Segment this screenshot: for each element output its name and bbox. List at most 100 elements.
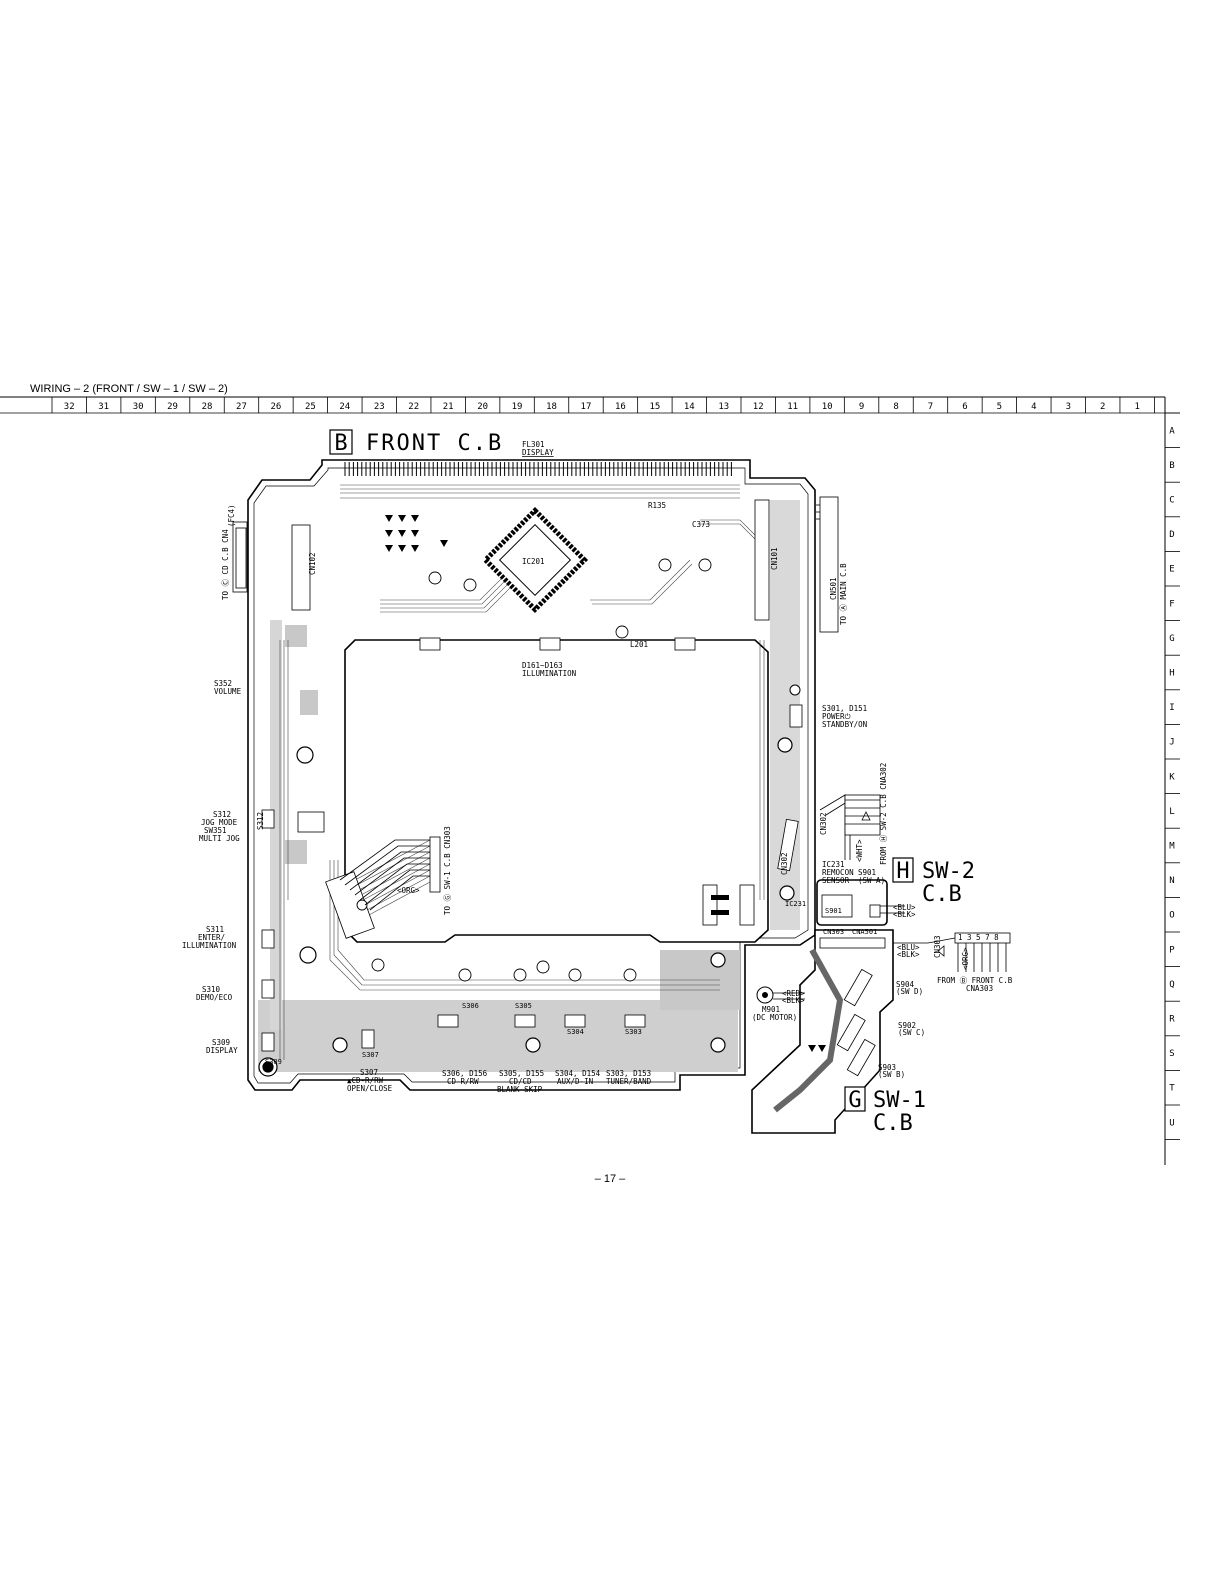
power-label: POWER⏻ bbox=[822, 712, 852, 721]
grid-column-label: 30 bbox=[133, 402, 144, 412]
page-number: – 17 – bbox=[594, 1173, 626, 1185]
svg-text:IC231: IC231 bbox=[785, 900, 806, 908]
to-cd-label: TO Ⓒ CD C.B CN4 bbox=[221, 529, 230, 600]
grid-row-label: J bbox=[1169, 738, 1174, 748]
volume-label: VOLUME bbox=[214, 687, 242, 696]
grid-row-label: A bbox=[1169, 426, 1175, 436]
enter-label: ENTER/ bbox=[198, 933, 225, 942]
svg-text:S306: S306 bbox=[462, 1002, 479, 1010]
to-sw1-label: TO Ⓖ SW-1 C.B CN303 bbox=[443, 826, 452, 915]
grid-row-label: M bbox=[1169, 842, 1175, 852]
s306-ref-label: S306, D156 bbox=[442, 1069, 488, 1078]
grid-row-label: H bbox=[1169, 669, 1174, 679]
sw2-board bbox=[816, 879, 905, 926]
svg-text:H: H bbox=[896, 859, 909, 884]
s310-label: S310 bbox=[202, 985, 221, 994]
grid-column-label: 1 bbox=[1134, 402, 1139, 412]
s301-d151-label: S301, D151 bbox=[822, 704, 867, 713]
front-board-title: B FRONT C.B bbox=[329, 429, 503, 456]
sw-b-label: (SW B) bbox=[878, 1070, 905, 1079]
svg-text:FRONT C.B: FRONT C.B bbox=[366, 431, 503, 456]
grid-row-label: N bbox=[1169, 876, 1174, 886]
svg-text:CN302: CN302 bbox=[780, 852, 789, 875]
blu-wire-label: <BLU> bbox=[893, 903, 916, 912]
svg-text:S305: S305 bbox=[515, 1002, 532, 1010]
illumination-label: ILLUMINATION bbox=[522, 669, 576, 678]
grid-column-label: 20 bbox=[477, 402, 488, 412]
grid-column-label: 17 bbox=[581, 402, 592, 412]
s305-ref-label: S305, D155 bbox=[499, 1069, 544, 1078]
open-close-line1: ▲CD-R/RW bbox=[347, 1076, 384, 1085]
grid-column-label: 12 bbox=[753, 402, 764, 412]
grid-column-label: 22 bbox=[408, 402, 419, 412]
grid-column-label: 4 bbox=[1031, 402, 1036, 412]
c373-label: C373 bbox=[692, 520, 710, 529]
grid-column-label: 21 bbox=[443, 402, 454, 412]
grid-row-label: O bbox=[1169, 911, 1174, 921]
grid-column-label: 26 bbox=[271, 402, 282, 412]
l201-label: L201 bbox=[630, 640, 648, 649]
s303-ref-label: S303, D153 bbox=[606, 1069, 651, 1078]
cn101-label: CN101 bbox=[770, 547, 779, 570]
multi-jog-label: MULTI JOG bbox=[199, 834, 240, 843]
grid-column-label: 16 bbox=[615, 402, 626, 412]
grid-column-label: 6 bbox=[962, 402, 967, 412]
grid-column-label: 32 bbox=[64, 402, 75, 412]
s311-label: S311 bbox=[206, 925, 224, 934]
blk-motor-label: <BLK> bbox=[782, 996, 805, 1005]
sw351-label: SW351 bbox=[204, 826, 227, 835]
ic201-label: IC201 bbox=[522, 557, 545, 566]
grid-column-label: 19 bbox=[512, 402, 523, 412]
grid-row-label: T bbox=[1169, 1084, 1175, 1094]
open-close-line2: OPEN/CLOSE bbox=[347, 1084, 393, 1093]
sw-c-label: (SW C) bbox=[898, 1028, 925, 1037]
svg-text:SW-1: SW-1 bbox=[873, 1088, 926, 1113]
grid-row-label: I bbox=[1169, 703, 1174, 713]
svg-text:SW-2: SW-2 bbox=[922, 859, 975, 884]
sw1-board-title: G SW-1 C.B bbox=[844, 1086, 926, 1136]
s312-label: S312 bbox=[213, 810, 231, 819]
front-board bbox=[247, 459, 816, 1091]
s352-label: S352 bbox=[214, 679, 232, 688]
grid-column-label: 9 bbox=[859, 402, 864, 412]
svg-text:S307: S307 bbox=[362, 1051, 379, 1059]
cn303-label: CN303 bbox=[933, 935, 942, 958]
wht-wire-label: <WHT> bbox=[855, 839, 864, 862]
sw2-board-title: H SW-2 C.B bbox=[892, 857, 975, 907]
fc4-label: (FC4) bbox=[227, 504, 236, 527]
s304-ref-label: S304, D154 bbox=[555, 1069, 601, 1078]
grid-column-label: 8 bbox=[893, 402, 898, 412]
grid-column-label: 5 bbox=[997, 402, 1002, 412]
grid-row-label: E bbox=[1169, 565, 1174, 575]
grid-column-label: 29 bbox=[167, 402, 178, 412]
grid-row-label: L bbox=[1169, 807, 1174, 817]
s902-label: S902 bbox=[898, 1021, 916, 1030]
s904-label: S904 bbox=[896, 980, 915, 989]
grid-row-label: Q bbox=[1169, 980, 1174, 990]
org-wire-label: <ORG> bbox=[397, 886, 420, 895]
svg-text:B: B bbox=[334, 431, 347, 456]
grid-row-label: B bbox=[1169, 461, 1174, 471]
blk-wire-label-sw1: <BLK> bbox=[897, 950, 920, 959]
m901-label: M901 bbox=[762, 1005, 780, 1014]
grid-row-label: D bbox=[1169, 530, 1174, 540]
s309-label: S309 bbox=[212, 1038, 230, 1047]
cn-pins-label: 1 3 5 7 8 bbox=[958, 933, 999, 942]
svg-text:S312: S312 bbox=[256, 812, 265, 830]
r135-label: R135 bbox=[648, 501, 666, 510]
grid-row-label: C bbox=[1169, 496, 1174, 506]
svg-text:CN303: CN303 bbox=[823, 928, 844, 936]
cna303-label: CNA303 bbox=[966, 984, 993, 993]
cn501-label: CN501 bbox=[829, 577, 838, 600]
grid-column-label: 24 bbox=[339, 402, 350, 412]
grid-column-label: 18 bbox=[546, 402, 557, 412]
svg-text:S309: S309 bbox=[265, 1058, 282, 1066]
org-sw1-label: <ORG> bbox=[961, 947, 970, 970]
remocon-label: REMOCON bbox=[822, 868, 854, 877]
grid-column-label: 15 bbox=[649, 402, 660, 412]
grid-column-label: 10 bbox=[822, 402, 833, 412]
grid-row-label: U bbox=[1169, 1118, 1174, 1128]
grid-column-label: 27 bbox=[236, 402, 247, 412]
blank-skip-label: BLANK SKIP bbox=[497, 1085, 543, 1094]
